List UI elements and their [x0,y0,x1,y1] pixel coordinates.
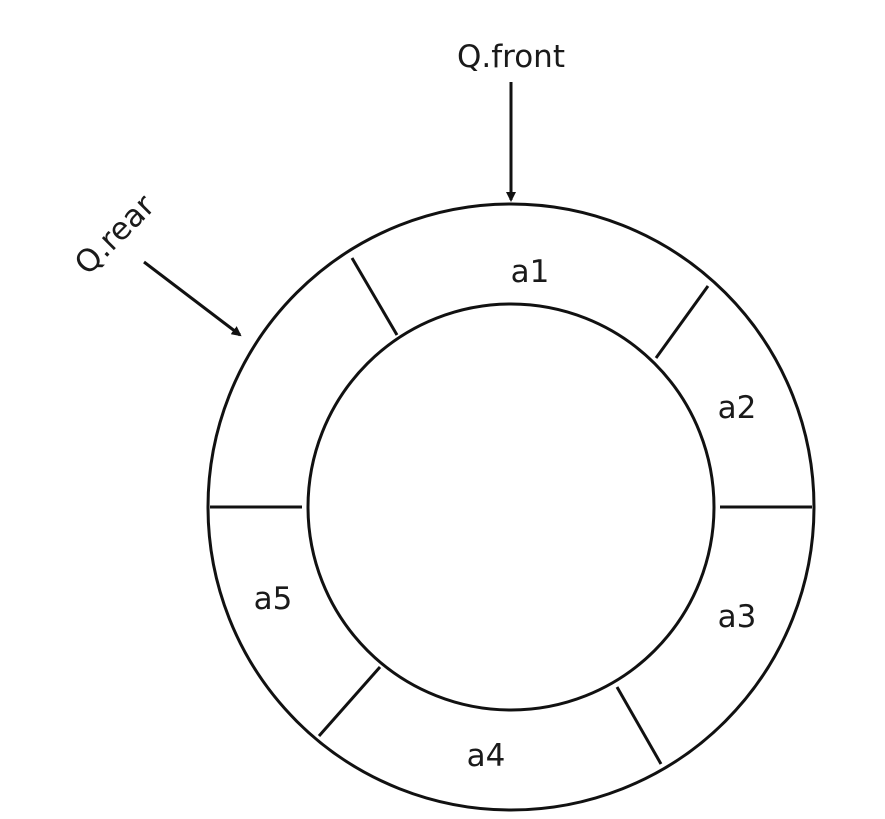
slot-label-a4: a4 [467,738,506,774]
slot-divider [317,666,382,737]
front-pointer-label: Q.front [457,39,565,75]
outer-ring [206,202,816,812]
rear-pointer-arrow [143,260,242,337]
slot-label-a3: a3 [718,599,757,635]
slot-divider [350,257,399,336]
slot-label-a2: a2 [718,390,757,426]
slot-divider [615,686,663,765]
slot-label-a5: a5 [254,581,293,617]
slot-label-a1: a1 [511,254,550,290]
rear-pointer-label: Q.rear [68,188,162,282]
inner-ring [306,302,716,712]
slot-divider [654,285,710,359]
